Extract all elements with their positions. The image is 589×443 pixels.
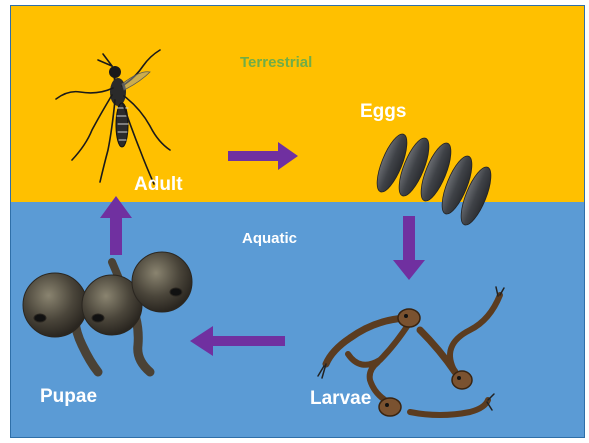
arrow-larvae-to-pupae [190, 326, 285, 356]
mosquito-eggs-icon [371, 131, 497, 229]
larvae-label: Larvae [310, 388, 371, 410]
arrow-adult-to-eggs [228, 142, 298, 170]
mosquito-pupae-icon [23, 252, 192, 372]
aquatic-label: Aquatic [242, 230, 297, 247]
arrow-eggs-to-larvae [393, 216, 425, 280]
mosquito-adult-icon [56, 50, 170, 184]
eggs-label: Eggs [360, 101, 406, 123]
adult-label: Adult [134, 174, 183, 196]
terrestrial-label: Terrestrial [240, 54, 312, 71]
arrow-pupae-to-adult [100, 196, 132, 255]
pupae-label: Pupae [40, 386, 97, 408]
